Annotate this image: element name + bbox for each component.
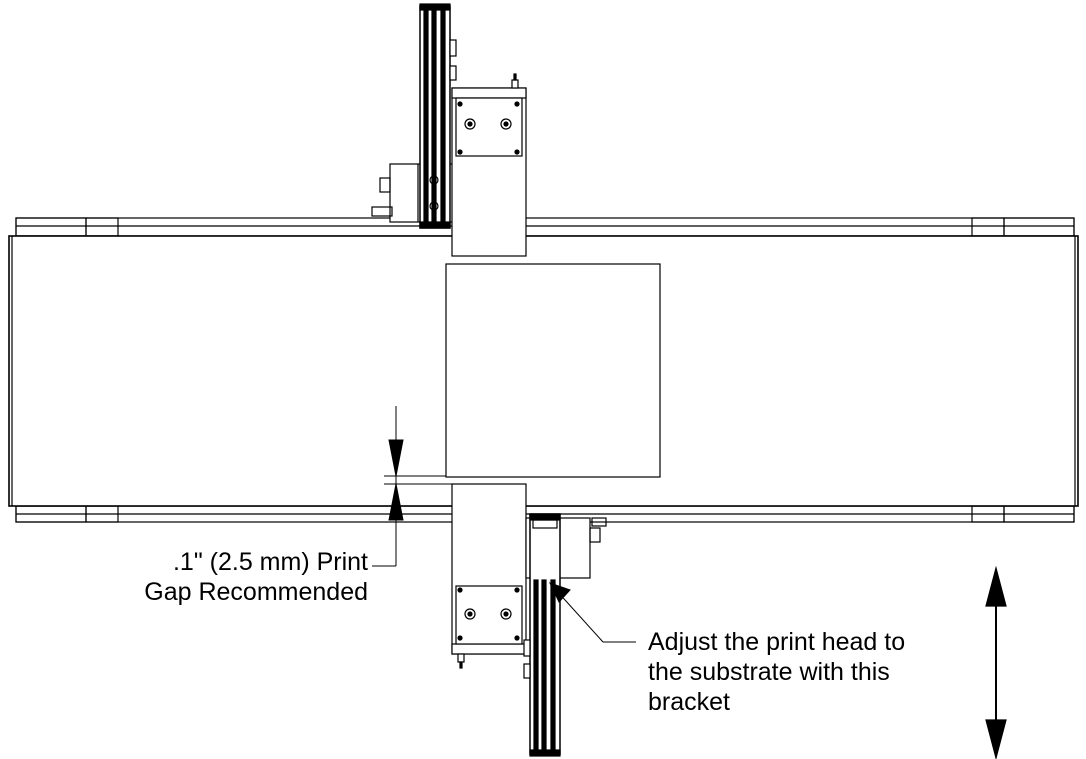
top-rail: [15, 217, 1075, 237]
adjust-note-line3: bracket: [648, 688, 730, 716]
gap-dimension: [372, 406, 452, 567]
substrate: [445, 263, 661, 478]
adjustment-direction-arrow: [985, 565, 1007, 759]
bottom-extrusion: [529, 513, 561, 757]
gap-note-line2: Gap Recommended: [144, 578, 368, 606]
top-extrusion: [419, 3, 451, 229]
leader-arrowhead: [549, 582, 571, 603]
top-print-head-assembly: [371, 3, 527, 257]
adjust-leader: [549, 582, 636, 643]
gap-note-line1: .1" (2.5 mm) Print: [172, 548, 368, 576]
adjust-note-line1: Adjust the print head to: [648, 628, 906, 656]
adjust-note-line2: the substrate with this: [648, 658, 890, 686]
bottom-print-head-assembly: [451, 483, 607, 757]
